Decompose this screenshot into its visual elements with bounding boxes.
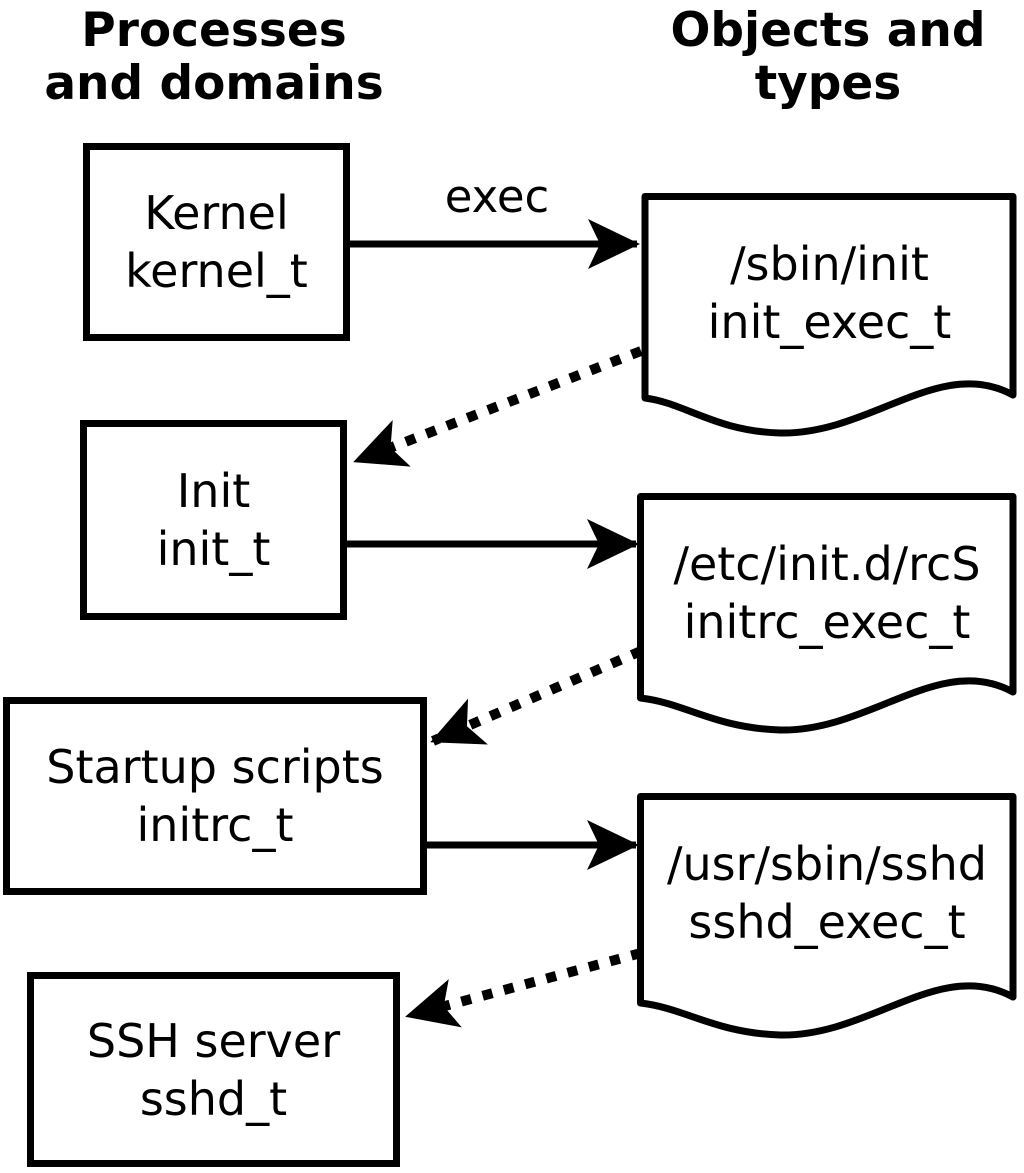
process-box-initrc-label: Startup scripts initrc_t <box>3 697 427 895</box>
process-name: Kernel <box>144 186 289 240</box>
column-header-processes-line1: Processes <box>81 3 347 58</box>
process-name: SSH server <box>86 1013 341 1068</box>
column-header-objects-line2: types <box>754 56 902 111</box>
process-box-init-shape <box>80 420 347 620</box>
process-box-kernel-label: Kernel kernel_t <box>83 143 350 341</box>
process-box-kernel-shape <box>83 143 350 341</box>
object-doc-etc-initd-rcs-shape <box>637 493 1017 734</box>
object-type: init_exec_t <box>707 295 952 349</box>
object-doc-sbin-init-label: /sbin/init init_exec_t <box>645 193 1014 393</box>
transition-arrow-sbin-init-to-init <box>353 346 643 467</box>
process-box-sshd-shape <box>27 972 400 1167</box>
transition-arrow-sshd-exec-to-sshd <box>405 948 643 1028</box>
process-domain-type: sshd_t <box>139 1071 288 1126</box>
object-doc-usr-sbin-sshd-shape <box>637 793 1017 1039</box>
object-type: initrc_exec_t <box>683 595 971 649</box>
process-domain-type: init_t <box>156 522 271 576</box>
process-domain-type: initrc_t <box>136 798 294 852</box>
object-doc-usr-sbin-sshd-label: /usr/sbin/sshd sshd_exec_t <box>640 793 1014 993</box>
column-header-processes: Processes and domains <box>0 4 428 110</box>
column-header-objects-line1: Objects and <box>670 3 986 58</box>
object-path: /sbin/init <box>730 237 929 291</box>
process-domain-type: kernel_t <box>125 244 308 298</box>
column-header-processes-line2: and domains <box>44 56 384 111</box>
object-path: /usr/sbin/sshd <box>667 837 987 891</box>
process-box-init-label: Init init_t <box>80 420 347 620</box>
column-header-objects: Objects and types <box>630 4 1024 110</box>
object-type: sshd_exec_t <box>688 895 966 949</box>
process-box-initrc-shape <box>3 697 427 895</box>
exec-arrow-label: exec <box>444 170 550 223</box>
process-box-sshd-label: SSH server sshd_t <box>27 972 400 1167</box>
object-path: /etc/init.d/rcS <box>673 537 981 591</box>
process-name: Init <box>176 464 251 518</box>
object-doc-sbin-init-shape <box>641 193 1017 437</box>
object-doc-etc-initd-rcs-label: /etc/init.d/rcS initrc_exec_t <box>640 493 1014 693</box>
process-name: Startup scripts <box>46 740 384 794</box>
transition-arrow-rcs-to-initrc <box>430 646 643 746</box>
